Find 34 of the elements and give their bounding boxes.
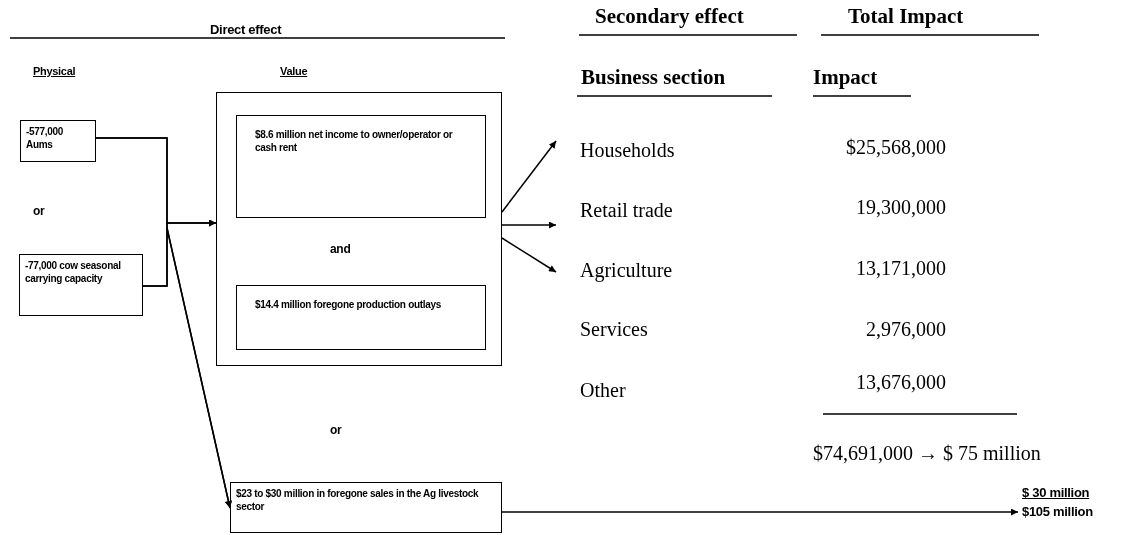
arrow: [501, 508, 1019, 516]
section-heading: Total Impact: [848, 4, 964, 29]
value-box: $23 to $30 million in foregone sales in the Ag livestock sector: [230, 482, 502, 533]
sector-label: Services: [580, 318, 648, 341]
section-heading: Secondary effect: [595, 4, 744, 29]
amount-text: $ 30 million: [1022, 485, 1130, 503]
column-heading: Value: [280, 65, 308, 77]
arrow: [501, 140, 557, 213]
sector-label: Other: [580, 379, 626, 402]
section-heading: Direct effect: [210, 22, 282, 37]
column-heading: Business section: [581, 65, 726, 90]
amount-text: 2,976,000: [866, 318, 946, 341]
amount-text: 13,676,000: [856, 371, 946, 394]
connector-word: and: [330, 242, 351, 256]
amount-text: $25,568,000: [846, 136, 946, 159]
connector-word: or: [33, 204, 45, 218]
value-box: $14.4 million foregone production outlays: [236, 285, 486, 350]
amount-text: 19,300,000: [856, 196, 946, 219]
value-box: -577,000 Aums: [20, 120, 96, 162]
column-heading: Impact: [813, 65, 878, 90]
column-heading: Physical: [33, 65, 76, 77]
value-box: -77,000 cow seasonal carrying capacity: [19, 254, 143, 316]
connector-word: or: [330, 423, 342, 437]
group-box: [216, 92, 502, 366]
sector-label: Households: [580, 137, 720, 163]
total-text: $74,691,000 → $ 75 million: [813, 442, 1041, 465]
sector-label: Agriculture: [580, 257, 720, 283]
amount-text: $105 million: [1022, 504, 1093, 519]
sector-label: Retail trade: [580, 197, 720, 223]
value-box: $8.6 million net income to owner/operator or cash rent: [236, 115, 486, 218]
amount-text: 13,171,000: [856, 257, 946, 280]
arrow: [501, 237, 557, 273]
arrow: [142, 227, 232, 509]
arrow: [501, 221, 557, 229]
